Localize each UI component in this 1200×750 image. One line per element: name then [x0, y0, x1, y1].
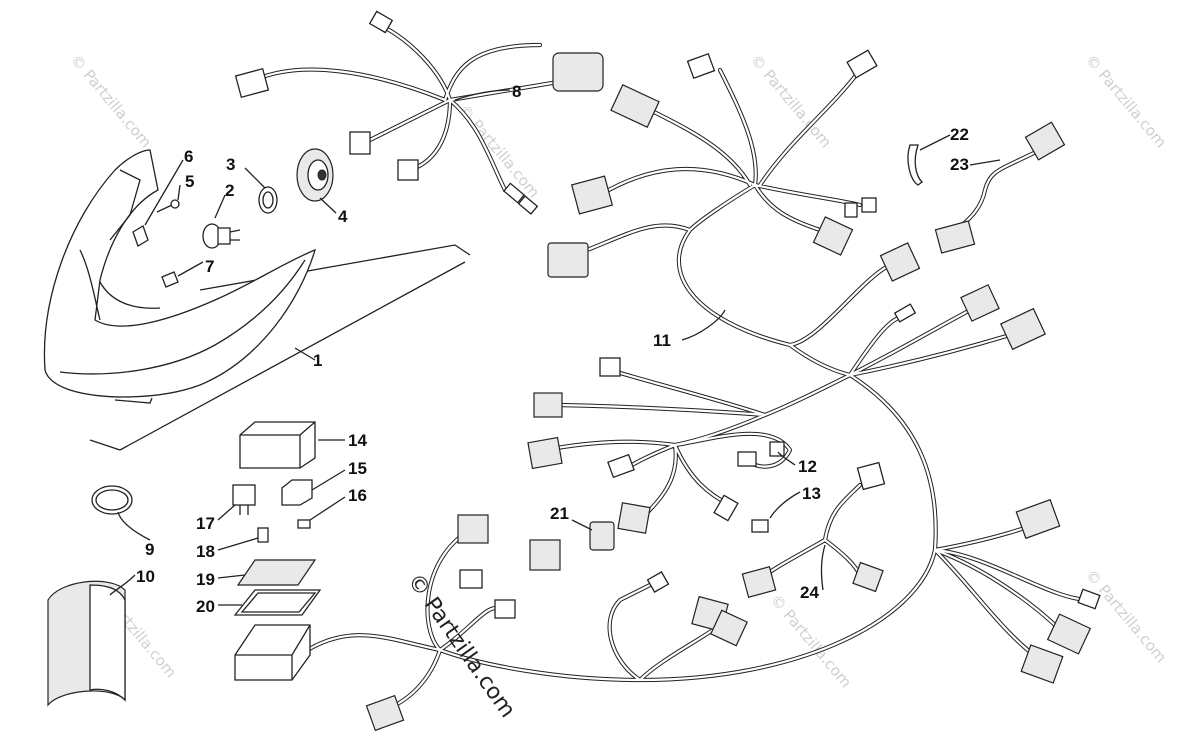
callout-2: 2: [225, 181, 234, 200]
headlight-harness: [234, 10, 604, 215]
callout-6: 6: [184, 147, 193, 166]
callout-17: 17: [196, 514, 215, 533]
callout-1: 1: [313, 351, 322, 370]
callout-5: 5: [185, 172, 194, 191]
callout-24: 24: [800, 583, 819, 602]
fuse-box-parts: [232, 421, 322, 681]
leader-lines: [109, 89, 1001, 606]
callout-labels: 1 2 3 4 5 6 7 8 9 10 11 12 13 14 15 16 1…: [136, 82, 969, 616]
callout-9: 9: [145, 540, 154, 559]
watermark-faint-1: © Partzilla.com: [67, 51, 155, 151]
callout-10: 10: [136, 567, 155, 586]
callout-12: 12: [798, 457, 817, 476]
callout-7: 7: [205, 257, 214, 276]
callout-13: 13: [802, 484, 821, 503]
callout-15: 15: [348, 459, 367, 478]
callout-16: 16: [348, 486, 367, 505]
callout-3: 3: [226, 155, 235, 174]
callout-21: 21: [550, 504, 569, 523]
main-harness: [297, 49, 1101, 732]
callout-19: 19: [196, 570, 215, 589]
misc-parts: [47, 121, 1066, 707]
callout-14: 14: [348, 431, 367, 450]
callout-11: 11: [653, 331, 671, 350]
callout-22: 22: [950, 125, 969, 144]
headlight-assembly: [43, 148, 471, 451]
watermark-faint-3: © Partzilla.com: [747, 51, 835, 151]
callout-23: 23: [950, 155, 969, 174]
callout-8: 8: [512, 82, 521, 101]
callout-18: 18: [196, 542, 215, 561]
callout-4: 4: [338, 207, 348, 226]
callout-20: 20: [196, 597, 215, 616]
watermark-faint-4: © Partzilla.com: [1082, 51, 1170, 151]
watermark-faint-5: © Partzilla.com: [1082, 566, 1170, 666]
